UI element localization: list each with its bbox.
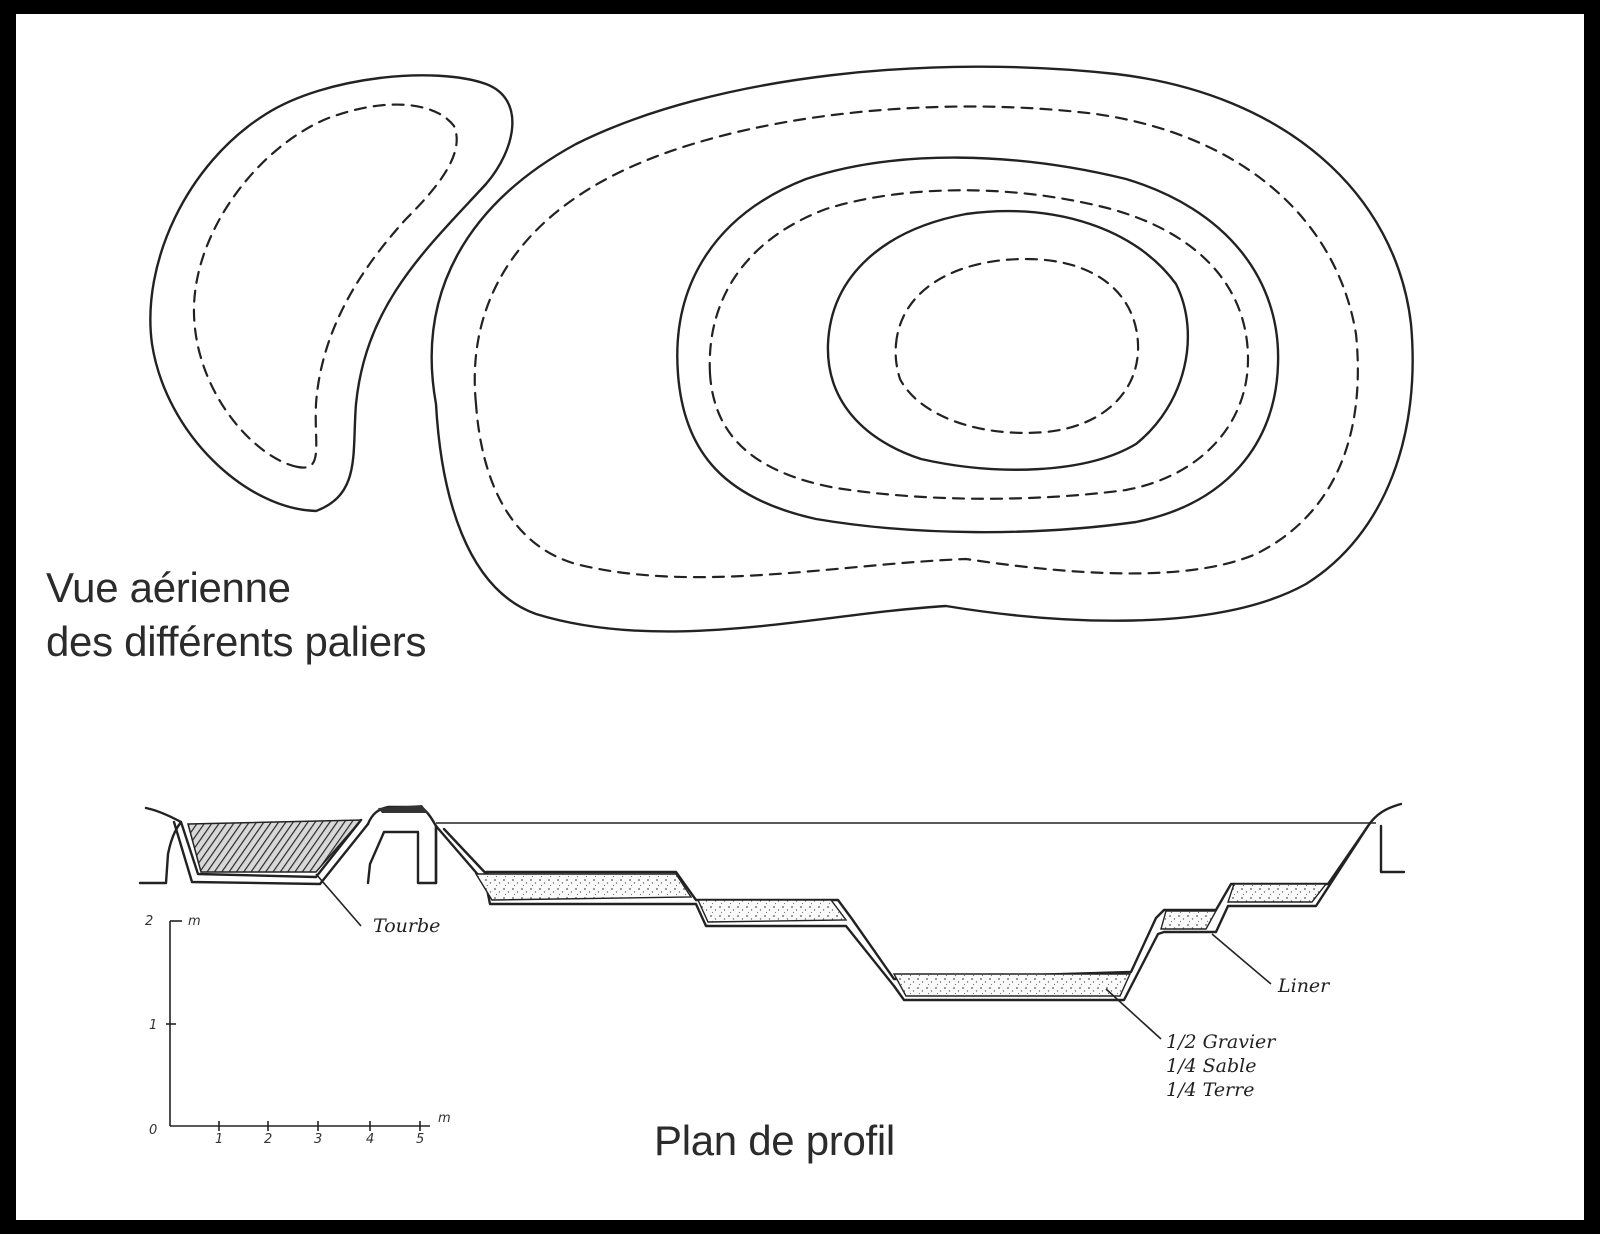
liner-leader bbox=[1211, 933, 1272, 985]
peat-fill bbox=[187, 819, 363, 873]
profile-view-caption: Plan de profil bbox=[654, 1117, 895, 1164]
scale-x-tick-1: 1 bbox=[215, 1132, 223, 1147]
scale-y-tick-0: 0 bbox=[149, 1123, 157, 1138]
pond-outer-edge bbox=[430, 65, 1414, 633]
scale-x-unit: m bbox=[438, 1111, 451, 1126]
aerial-view bbox=[149, 65, 1414, 633]
pond-deep-zone bbox=[894, 257, 1140, 434]
pond-ground-right bbox=[1379, 824, 1406, 874]
mix-label-soil: 1/4 Terre bbox=[1166, 1079, 1254, 1101]
bog-inner-tier bbox=[192, 103, 458, 469]
tourbe-leader bbox=[315, 873, 362, 927]
pond-liner-profile bbox=[434, 802, 1403, 1002]
pond-tier-3 bbox=[708, 189, 1250, 500]
profile-view: Tourbe Liner 1/2 Gravier 1/4 Sable 1/4 T… bbox=[138, 802, 1406, 1147]
bog-trench-liner bbox=[179, 818, 363, 879]
bog-trench-outer bbox=[172, 820, 370, 886]
tourbe-label: Tourbe bbox=[373, 915, 440, 937]
mix-label-gravel: 1/2 Gravier bbox=[1166, 1031, 1277, 1053]
shelf-layer-3 bbox=[892, 973, 1132, 997]
bog-outline bbox=[149, 74, 514, 513]
pond-tier-4 bbox=[826, 210, 1189, 471]
bog-divider-top bbox=[378, 805, 428, 813]
shelf-layer-5 bbox=[1227, 883, 1328, 903]
scale-y-tick-1: 1 bbox=[149, 1018, 157, 1033]
scale-x-tick-4: 4 bbox=[366, 1132, 374, 1147]
scale-x-tick-5: 5 bbox=[416, 1132, 424, 1147]
bog-divider-ridge bbox=[366, 805, 438, 885]
pond-tier-2 bbox=[676, 156, 1280, 534]
aerial-caption-line-2: des différents paliers bbox=[46, 618, 427, 665]
mix-leader bbox=[1105, 988, 1162, 1040]
aerial-caption-line-1: Vue aérienne bbox=[46, 564, 291, 611]
aerial-view-caption: Vue aérienne des différents paliers bbox=[46, 561, 426, 669]
pond-liner-inner bbox=[442, 824, 1370, 981]
scale-x-tick-2: 2 bbox=[264, 1132, 272, 1147]
mix-label-sand: 1/4 Sable bbox=[1166, 1055, 1256, 1077]
liner-label: Liner bbox=[1277, 975, 1331, 997]
shelf-layer-4 bbox=[1160, 910, 1218, 930]
shelf-layer-2 bbox=[696, 899, 848, 923]
scale-x-tick-3: 3 bbox=[314, 1132, 322, 1147]
scale-y-unit: m bbox=[188, 914, 201, 929]
scale-y-tick-2: 2 bbox=[145, 914, 153, 929]
shelf-layer-1 bbox=[474, 873, 693, 901]
diagram-sheet: Tourbe Liner 1/2 Gravier 1/4 Sable 1/4 T… bbox=[16, 14, 1584, 1220]
pond-drawing: Tourbe Liner 1/2 Gravier 1/4 Sable 1/4 T… bbox=[138, 65, 1414, 1147]
pond-tier-1 bbox=[473, 105, 1359, 579]
scale-bar: 0 1 2 m 1 2 3 4 5 m bbox=[145, 914, 451, 1147]
bog-ground-left bbox=[138, 806, 183, 885]
